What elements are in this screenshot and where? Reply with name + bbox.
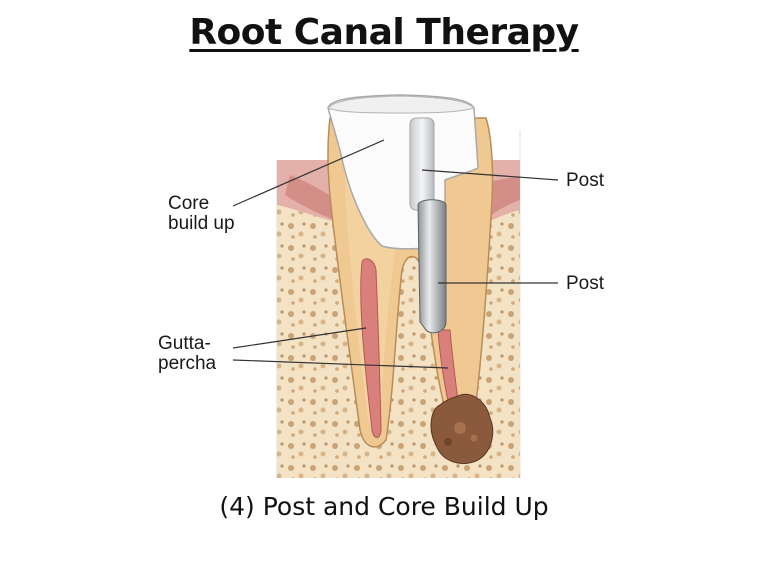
slide-caption: (4) Post and Core Build Up — [0, 492, 768, 521]
label-core-build-up: Core build up — [168, 194, 235, 234]
label-post-top: Post — [566, 171, 604, 191]
post-lower — [418, 200, 446, 333]
label-gutta-percha: Gutta- percha — [158, 334, 216, 374]
post-upper — [410, 118, 434, 210]
label-post-middle: Post — [566, 274, 604, 294]
